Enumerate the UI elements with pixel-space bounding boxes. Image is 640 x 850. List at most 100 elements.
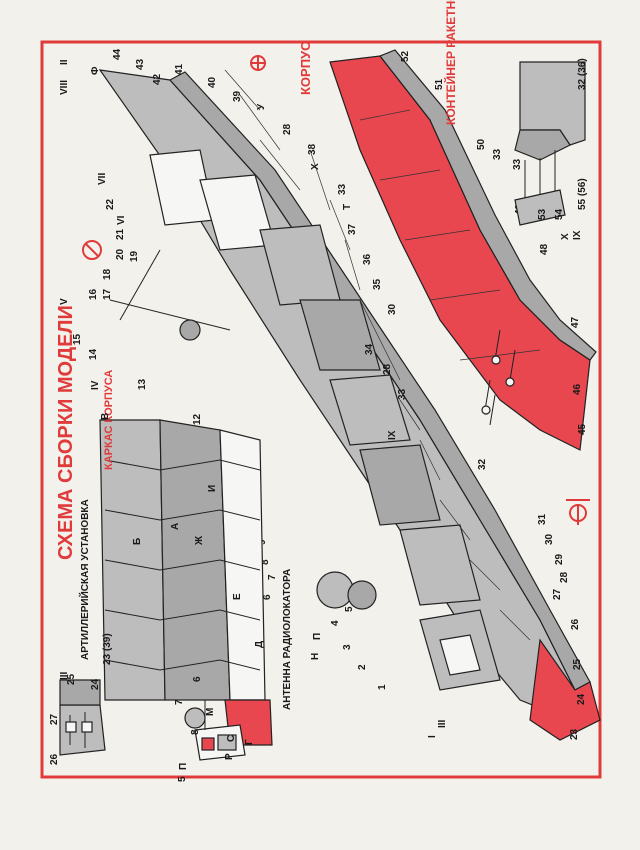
callout-19: 19 — [129, 250, 140, 262]
callout-44: 44 — [112, 48, 123, 60]
section-mark-P: П — [312, 633, 323, 640]
frame-letter-V: В — [100, 413, 111, 420]
callout-18: 18 — [102, 268, 113, 280]
callout-21: 21 — [115, 228, 126, 240]
page-frame — [40, 40, 602, 779]
artillery-callout-25: 25 — [66, 673, 77, 685]
artillery-section-III: III — [59, 671, 70, 680]
callout-container-55: 55 (56) — [577, 178, 588, 210]
callout-37: 37 — [347, 223, 358, 235]
callout-container-32: 32 (36) — [577, 58, 588, 90]
artillery-part — [59, 679, 106, 756]
callout-30b: 30 — [544, 533, 555, 545]
callout-46: 46 — [572, 383, 583, 395]
section-mark-IX: IX — [387, 430, 398, 440]
callout-container-54: 54 — [554, 208, 565, 220]
callout-39: 39 — [232, 90, 243, 102]
callout-30: 30 — [387, 303, 398, 315]
callout-34: 34 — [364, 343, 375, 355]
callout-26: 26 — [570, 618, 581, 630]
artillery-title: АРТИЛЛЕРИЙСКАЯ УСТАНОВКА — [78, 499, 91, 660]
callout-20: 20 — [115, 248, 126, 260]
callout-36: 36 — [362, 253, 373, 265]
section-mark-I: I — [427, 735, 438, 738]
frame-letter-Zh: Ж — [194, 535, 205, 546]
callout-25: 25 — [572, 658, 583, 670]
callout-32: 32 — [477, 458, 488, 470]
figure-icon — [566, 499, 590, 525]
callout-51: 51 — [434, 78, 445, 90]
hull-part — [329, 49, 597, 451]
callout-16: 16 — [88, 288, 99, 300]
callout-8: 8 — [260, 559, 271, 565]
hull-frame-title: КАРКАС КОРПУСА — [103, 370, 115, 470]
callout-40: 40 — [207, 76, 218, 88]
callout-7: 7 — [267, 574, 278, 580]
callout-28b: 28 — [382, 363, 393, 375]
ship-assembly — [98, 69, 601, 741]
callout-28: 28 — [559, 571, 570, 583]
callout-47: 47 — [570, 316, 581, 328]
radar-part — [184, 699, 246, 761]
callout-12: 12 — [192, 413, 203, 425]
callout-50: 50 — [476, 138, 487, 150]
callout-24: 24 — [576, 693, 587, 705]
frame-letter-A: А — [170, 523, 181, 530]
diagram-title: СХЕМА СБОРКИ МОДЕЛИ — [55, 305, 77, 560]
radar-callout-R: Р — [224, 753, 235, 760]
section-mark-III: III — [437, 719, 448, 728]
radar-callout-5: 5 — [177, 776, 188, 782]
callout-4: 4 — [330, 620, 341, 626]
callout-28a: 28 — [282, 123, 293, 135]
radar-callout-7: 7 — [174, 699, 185, 705]
radar-callout-M: М — [205, 708, 216, 716]
callout-33c: 33 — [397, 388, 408, 400]
radar-callout-8: 8 — [190, 729, 201, 735]
callout-5: 5 — [344, 606, 355, 612]
artillery-callout-27: 27 — [49, 713, 60, 725]
callout-14: 14 — [88, 348, 99, 360]
callout-33: 33 — [337, 183, 348, 195]
rocket-container-title-1: КОНТЕЙНЕР РАКЕТНОЙ УСТАНОВКИ — [443, 0, 458, 125]
section-mark-VII: VII — [97, 173, 108, 185]
frame-letter-G: Г — [244, 739, 255, 745]
radar-callout-S: С — [226, 735, 237, 742]
frame-letter-E: Е — [232, 593, 243, 600]
container-mark-IX: IX — [572, 230, 583, 240]
radar-callout-6: 6 — [192, 676, 203, 682]
callout-38: 38 — [307, 143, 318, 155]
callout-43: 43 — [135, 58, 146, 70]
container-mark-X: X — [560, 233, 571, 240]
section-mark-X: X — [310, 163, 321, 170]
rotation-arrow-icon-2 — [82, 240, 102, 260]
section-mark-F: Ф — [90, 66, 101, 75]
rotation-arrow-icon — [250, 55, 266, 71]
section-mark-T: Т — [342, 204, 353, 210]
callout-42: 42 — [152, 73, 163, 85]
section-mark-U: У — [256, 103, 267, 110]
callout-17: 17 — [102, 288, 113, 300]
callout-41: 41 — [174, 63, 185, 75]
callout-2: 2 — [357, 664, 368, 670]
callout-container-53: 53 — [537, 208, 548, 220]
frame-letter-B: Б — [132, 538, 143, 545]
artillery-callout-23: 23 (39) — [102, 633, 113, 665]
section-mark-IV: IV — [90, 380, 101, 390]
section-mark-II: II — [59, 59, 70, 65]
section-mark-VIII: VIII — [59, 80, 70, 95]
frame-letter-I: И — [207, 485, 218, 492]
callout-1: 1 — [377, 684, 388, 690]
callout-45: 45 — [577, 423, 588, 435]
callout-35: 35 — [372, 278, 383, 290]
section-mark-V: V — [59, 298, 70, 305]
artillery-callout-24: 24 — [90, 678, 101, 690]
callout-23: 23 — [569, 728, 580, 740]
hull-title: КОРПУС — [298, 41, 313, 95]
callout-22: 22 — [105, 198, 116, 210]
section-mark-VI: VI — [116, 215, 127, 225]
radar-title: АНТЕННА РАДИОЛОКАТОРА — [282, 569, 293, 710]
rocket-container-part — [514, 61, 586, 226]
callout-52: 52 — [400, 50, 411, 62]
